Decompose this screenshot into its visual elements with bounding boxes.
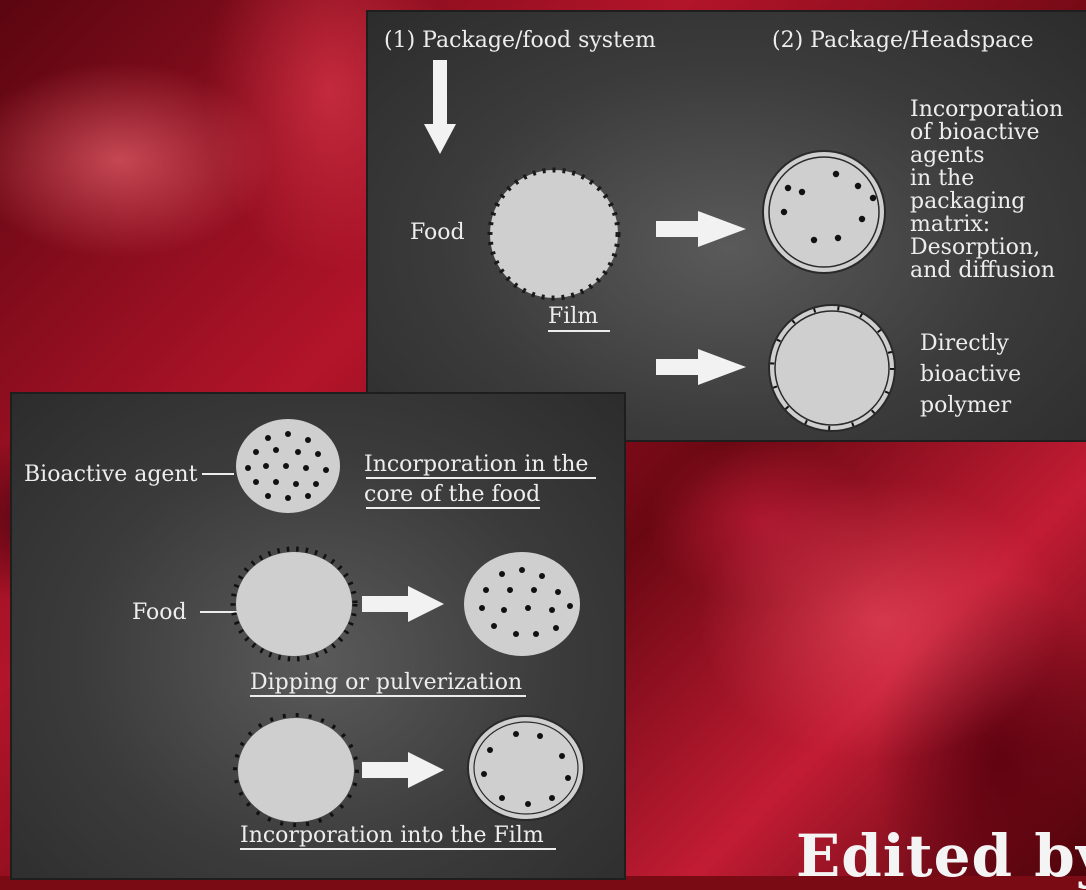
incorporation-line: matrix:: [910, 213, 1063, 236]
film-incorporation-label: Incorporation into the Film: [240, 823, 544, 849]
direct-line: polymer: [920, 390, 1021, 421]
incorporation-line: Incorporation: [910, 98, 1063, 121]
incorporation-methods-panel: Bioactive agent Incorporation in the cor…: [10, 392, 626, 880]
incorporation-line: agents: [910, 144, 1063, 167]
dipping-label: Dipping or pulverization: [250, 670, 522, 696]
direct-line: Directly: [920, 328, 1021, 359]
directly-bioactive-text: Directly bioactive polymer: [920, 328, 1021, 421]
core-incorporation-line: Incorporation in the: [364, 452, 588, 478]
incorporation-line: Desorption,: [910, 236, 1063, 259]
bioactive-polymer-circle: [769, 305, 895, 431]
package-food-system-label: (1) Package/food system: [384, 28, 656, 54]
bioactive-agent-label: Bioactive agent: [24, 462, 197, 488]
package-headspace-panel: (1) Package/food system (2) Package/Head…: [366, 10, 1086, 442]
core-incorporation-circle: [236, 419, 340, 513]
packaging-matrix-circle: [763, 151, 885, 273]
package-headspace-label: (2) Package/Headspace: [772, 28, 1034, 54]
film-food-circle: [235, 715, 357, 825]
dipped-result-circle: [464, 552, 580, 656]
film-label: Film: [548, 304, 598, 330]
food-label: Food: [410, 220, 465, 246]
incorporation-text: Incorporation of bioactive agents in the…: [910, 98, 1063, 282]
direct-line: bioactive: [920, 359, 1021, 390]
film-result-circle: [468, 716, 584, 820]
incorporation-line: packaging: [910, 190, 1063, 213]
food-label: Food: [132, 600, 187, 626]
right-arrow-icon: [362, 752, 444, 788]
right-arrow-icon: [656, 211, 746, 247]
incorporation-line: and diffusion: [910, 259, 1063, 282]
food-circle-with-film: [490, 170, 618, 298]
right-arrow-icon: [362, 586, 444, 622]
dipping-food-circle: [233, 549, 355, 659]
edited-by-text: Edited by: [796, 826, 1086, 886]
right-arrow-icon: [656, 349, 746, 385]
incorporation-line: in the: [910, 167, 1063, 190]
core-incorporation-line: core of the food: [364, 482, 540, 508]
incorporation-line: of bioactive: [910, 121, 1063, 144]
down-arrow-icon: [424, 60, 456, 154]
